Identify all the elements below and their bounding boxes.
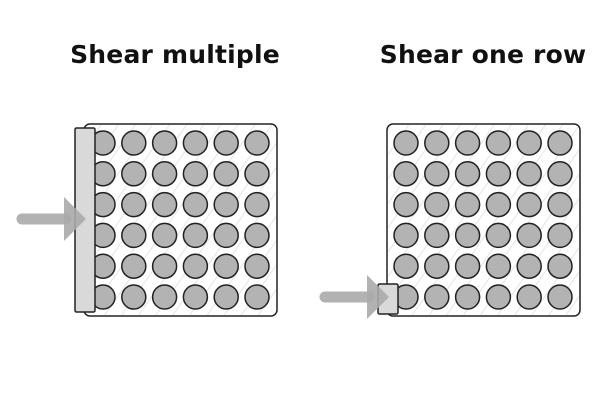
particle-circle — [213, 161, 239, 187]
particle-circle — [213, 284, 239, 310]
particle-circle — [151, 253, 178, 279]
particle-circle — [547, 253, 573, 279]
hatch-pattern — [85, 125, 276, 315]
particle-circle — [547, 130, 573, 156]
particle-circle — [244, 161, 270, 187]
particle-circle — [424, 161, 450, 187]
title-shear-one-row: Shear one row — [379, 40, 587, 69]
particle-circle — [151, 161, 178, 187]
particle-circle — [424, 253, 450, 279]
particle-circle — [454, 253, 481, 279]
particle-circle — [244, 191, 270, 218]
particle-circle — [213, 191, 239, 218]
particle-circle — [516, 284, 542, 310]
title-shear-multiple: Shear multiple — [70, 40, 280, 69]
particle-circle — [151, 284, 178, 310]
particle-circle — [516, 253, 542, 279]
particle-circle — [244, 253, 270, 279]
particle-circle — [516, 130, 542, 156]
particle-circle — [516, 222, 542, 249]
particle-circle — [485, 284, 512, 310]
particle-circle — [393, 130, 419, 156]
particle-circle — [151, 130, 178, 156]
particle-circle — [121, 253, 147, 279]
hatch-pattern — [388, 125, 579, 315]
particle-circle — [393, 161, 419, 187]
particle-circle — [182, 161, 209, 187]
particle-circle — [244, 222, 270, 249]
particle-circle — [454, 222, 481, 249]
particle-circle — [121, 284, 147, 310]
particle-circle — [485, 222, 512, 249]
particle-circle — [244, 284, 270, 310]
particle-circle — [454, 161, 481, 187]
particle-circle — [547, 284, 573, 310]
particle-circle — [213, 253, 239, 279]
particle-circle — [424, 284, 450, 310]
particle-circle — [151, 191, 178, 218]
particle-circle — [393, 222, 419, 249]
particle-circle — [485, 191, 512, 218]
particle-circle — [547, 161, 573, 187]
particle-circle — [182, 284, 209, 310]
particle-circle — [182, 253, 209, 279]
particle-circle — [121, 222, 147, 249]
particle-circle — [424, 222, 450, 249]
particle-circle — [485, 130, 512, 156]
particle-circle — [454, 284, 481, 310]
particle-circle — [547, 222, 573, 249]
particle-circle — [516, 191, 542, 218]
particle-circle — [244, 130, 270, 156]
panel-shear-multiple — [16, 123, 278, 317]
particle-circle — [454, 191, 481, 218]
particle-circle — [213, 130, 239, 156]
arrow-head-icon — [367, 275, 389, 319]
particle-circle — [424, 130, 450, 156]
particle-circle — [485, 161, 512, 187]
particle-circle — [454, 130, 481, 156]
particle-circle — [182, 222, 209, 249]
particle-circle — [516, 161, 542, 187]
particle-circle — [485, 253, 512, 279]
particle-circle — [121, 191, 147, 218]
arrow-head-icon — [64, 197, 86, 241]
panel-shear-one-row — [319, 123, 581, 319]
particle-circle — [182, 191, 209, 218]
particle-circle — [121, 161, 147, 187]
particle-circle — [547, 191, 573, 218]
particle-circle — [182, 130, 209, 156]
particle-circle — [151, 222, 178, 249]
particle-circle — [213, 222, 239, 249]
particle-circle — [393, 191, 419, 218]
particle-circle — [121, 130, 147, 156]
particle-circle — [424, 191, 450, 218]
particle-circle — [393, 253, 419, 279]
